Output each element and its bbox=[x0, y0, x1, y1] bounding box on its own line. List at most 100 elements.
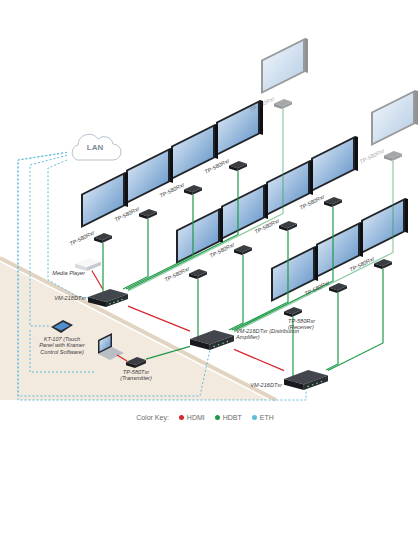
device-node: KT-107 (Touch Panel with Kramer Control … bbox=[51, 318, 73, 334]
rx-shape bbox=[189, 269, 207, 279]
box-front bbox=[190, 339, 210, 350]
device-label: VM-216DTxr bbox=[236, 382, 282, 388]
display-bezel bbox=[371, 90, 415, 146]
rx-shape bbox=[329, 283, 347, 293]
port-led bbox=[312, 384, 314, 386]
hdbt-cable bbox=[229, 255, 243, 330]
network-label: LAN bbox=[67, 133, 123, 163]
box-side bbox=[337, 286, 347, 293]
display-bezel bbox=[261, 38, 305, 94]
legend-item: ETH bbox=[252, 414, 274, 421]
box-front bbox=[284, 379, 304, 390]
hdbt-cable bbox=[123, 219, 148, 289]
box-side bbox=[135, 360, 146, 368]
box-front bbox=[88, 297, 106, 307]
box-front bbox=[284, 312, 292, 318]
hdbt-cable bbox=[328, 269, 383, 371]
device-label: TP-580Rxr bbox=[157, 265, 190, 286]
display-side bbox=[305, 38, 308, 73]
vm-shape bbox=[88, 289, 128, 307]
box-front bbox=[184, 190, 192, 196]
eth-cable bbox=[18, 152, 306, 400]
vm-shape bbox=[190, 330, 234, 350]
hdmi-cable bbox=[92, 271, 103, 290]
device-node: TP-580Rxr bbox=[139, 209, 157, 219]
tx-shape bbox=[126, 357, 146, 368]
device-node: VM-216DTxr (Distribution Amplifier) bbox=[190, 330, 234, 350]
box-front bbox=[75, 263, 87, 270]
port-led bbox=[121, 299, 123, 301]
box-front bbox=[274, 104, 282, 110]
display-group bbox=[81, 38, 418, 302]
hdbt-cable bbox=[232, 231, 288, 330]
box-side bbox=[106, 294, 128, 307]
network-cloud: LAN bbox=[67, 133, 123, 163]
device-label: VM-216DTxr bbox=[42, 295, 86, 301]
box-side bbox=[237, 164, 247, 171]
device-label: TP-580Txr (Transmitter) bbox=[110, 369, 162, 382]
box-front bbox=[329, 288, 337, 294]
rx-shape bbox=[94, 233, 112, 243]
display-screen bbox=[313, 139, 353, 189]
display-screen bbox=[363, 201, 403, 251]
device-node: TP-580Rxr bbox=[324, 197, 342, 207]
device-node: TP-580Rxr (Receiver) bbox=[284, 307, 302, 317]
mp-shape bbox=[75, 258, 101, 271]
vm-shape bbox=[284, 370, 328, 390]
rx-shape bbox=[279, 221, 297, 231]
device-label: TP-580Rxr bbox=[242, 95, 275, 116]
box-front bbox=[279, 226, 287, 232]
display-side bbox=[310, 160, 313, 195]
display-bezel bbox=[311, 136, 355, 192]
device-node: TP-580Rxr bbox=[374, 259, 392, 269]
box-side bbox=[197, 272, 207, 279]
display-side bbox=[125, 172, 128, 207]
legend-swatch bbox=[252, 415, 257, 420]
box-side bbox=[147, 212, 157, 219]
device-node: TP-580Rxr bbox=[274, 99, 292, 109]
box-front bbox=[384, 156, 392, 162]
eth-cable bbox=[30, 330, 96, 372]
port-led bbox=[227, 341, 229, 343]
port-led bbox=[222, 342, 224, 344]
box-front bbox=[139, 214, 147, 220]
device-label: TP-580Rxr bbox=[342, 255, 375, 276]
rx-shape bbox=[234, 245, 252, 255]
legend-item: HDBT bbox=[215, 414, 242, 421]
device-node: TP-580Rxr bbox=[229, 161, 247, 171]
box-front bbox=[234, 250, 242, 256]
display-monitor bbox=[371, 90, 418, 146]
display-side bbox=[315, 246, 318, 281]
box-side bbox=[332, 200, 342, 207]
hdmi-cable bbox=[128, 306, 190, 331]
device-label: TP-580Rxr bbox=[62, 229, 95, 250]
display-monitor bbox=[311, 136, 358, 192]
hdbt-cable bbox=[102, 243, 103, 298]
rx-shape bbox=[324, 197, 342, 207]
device-node: TP-580Rxr bbox=[329, 283, 347, 293]
device-node: VM-216DTxr bbox=[88, 289, 128, 307]
box-side bbox=[192, 188, 202, 195]
legend: Color Key:HDMIHDBTETH bbox=[0, 414, 420, 421]
box-side bbox=[304, 376, 328, 390]
display-side bbox=[415, 90, 418, 125]
rx-shape bbox=[374, 259, 392, 269]
device-node: TP-580Rxr bbox=[384, 151, 402, 161]
port-led bbox=[213, 346, 215, 348]
display-side bbox=[220, 208, 223, 243]
display-side bbox=[170, 148, 173, 183]
kt-shape bbox=[51, 318, 73, 334]
box-side bbox=[102, 236, 112, 243]
legend-text: ETH bbox=[260, 414, 274, 421]
display-side bbox=[360, 222, 363, 257]
device-node: TP-580Rxr bbox=[189, 269, 207, 279]
display-monitor bbox=[361, 198, 408, 254]
hdbt-cable bbox=[146, 346, 190, 359]
legend-title: Color Key: bbox=[136, 414, 169, 421]
port-led bbox=[109, 303, 111, 305]
device-label: Media Player bbox=[45, 270, 85, 276]
hdmi-cable bbox=[117, 355, 127, 361]
legend-swatch bbox=[179, 415, 184, 420]
tablet-body bbox=[51, 320, 73, 333]
